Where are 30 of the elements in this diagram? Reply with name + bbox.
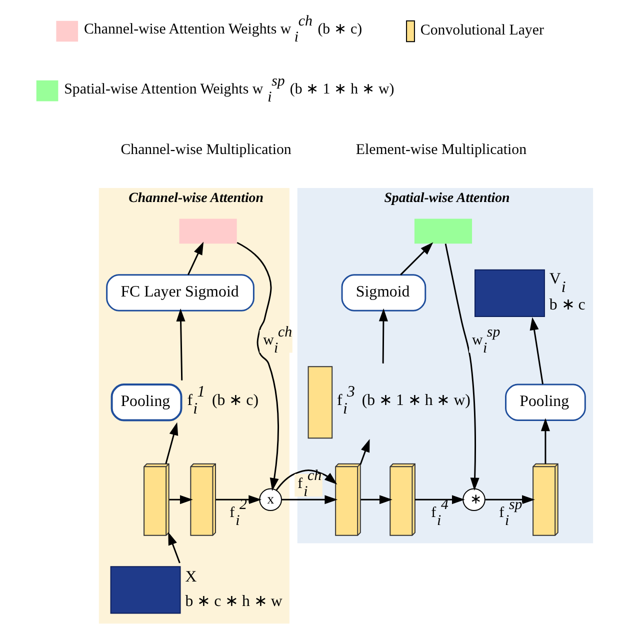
node-circle: ∗ xyxy=(462,488,485,512)
arrow xyxy=(540,418,550,464)
arrow xyxy=(378,308,388,364)
arrow xyxy=(400,242,433,276)
legend-label: Convolutional Layer xyxy=(420,22,544,39)
arrow xyxy=(444,244,479,491)
arrow xyxy=(215,495,262,504)
arrow xyxy=(186,242,204,276)
arrow xyxy=(275,469,338,504)
arrow xyxy=(529,317,543,384)
arrow xyxy=(168,495,192,504)
arrow xyxy=(236,242,278,491)
arrow xyxy=(360,495,392,504)
node-box: Sigmoid xyxy=(340,274,426,312)
node-label: b ∗ c ∗ h ∗ w xyxy=(184,593,282,610)
arrow xyxy=(359,439,370,465)
arrow xyxy=(176,308,185,380)
arrow xyxy=(484,495,534,504)
legend-label: Element-wise Multiplication xyxy=(355,142,526,158)
node-circle: x xyxy=(258,488,282,512)
node-label: b ∗ c xyxy=(548,296,585,314)
arrow xyxy=(164,422,178,464)
node-box: FC Layer Sigmoid xyxy=(106,274,254,312)
node-bar xyxy=(178,218,236,244)
node-label: X xyxy=(184,568,196,586)
legend-label: Channel-wise Multiplication xyxy=(120,142,291,158)
node-box: Pooling xyxy=(504,384,586,421)
node-bar xyxy=(414,218,472,244)
arrow xyxy=(414,495,464,504)
arrow xyxy=(168,532,180,564)
